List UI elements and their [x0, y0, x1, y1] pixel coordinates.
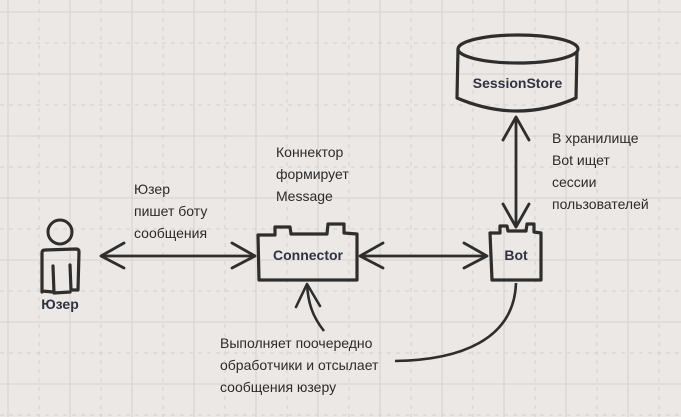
edge-curve [394, 282, 518, 363]
session-store-body-shape [455, 48, 579, 113]
edge-curve-end [305, 283, 326, 332]
user-head-icon [46, 218, 74, 246]
arrowhead-right-icon [230, 241, 257, 270]
session-store-top-shape [456, 33, 580, 65]
edge-user-connector[interactable] [99, 241, 257, 270]
annotation-bot-store: В хранилище Bot ищет сессии пользователе… [552, 130, 649, 212]
annotation-connector-note: Коннектор формирует Message [276, 144, 349, 204]
edge-connector-bot[interactable] [358, 241, 489, 270]
connector-box-shape [256, 222, 359, 282]
edge-bot-session-store[interactable] [501, 115, 531, 229]
bot-node[interactable] [488, 222, 543, 282]
session-store-label: SessionStore [472, 75, 563, 91]
arrowhead-left-icon [99, 241, 126, 270]
user-actor[interactable] [40, 218, 81, 295]
session-store-node[interactable] [455, 33, 580, 113]
user-body-icon [40, 247, 81, 295]
arrowhead-up-icon [294, 282, 322, 309]
bot-label: Bot [504, 247, 528, 263]
annotation-bot-connector: Выполняет поочередно обработчики и отсыл… [220, 335, 379, 395]
annotation-user-connector: Юзер пишет боту сообщения [134, 181, 208, 241]
user-label: Юзер [41, 296, 79, 312]
connector-node[interactable] [256, 222, 359, 282]
edge-bot-connector-curved[interactable] [294, 282, 518, 363]
arrowhead-left-icon [358, 241, 385, 270]
arrowhead-down-icon [501, 202, 531, 229]
arrowhead-up-icon [501, 115, 531, 142]
arrowhead-right-icon [462, 241, 489, 270]
connector-label: Connector [273, 247, 343, 263]
bot-box-shape [488, 222, 543, 282]
